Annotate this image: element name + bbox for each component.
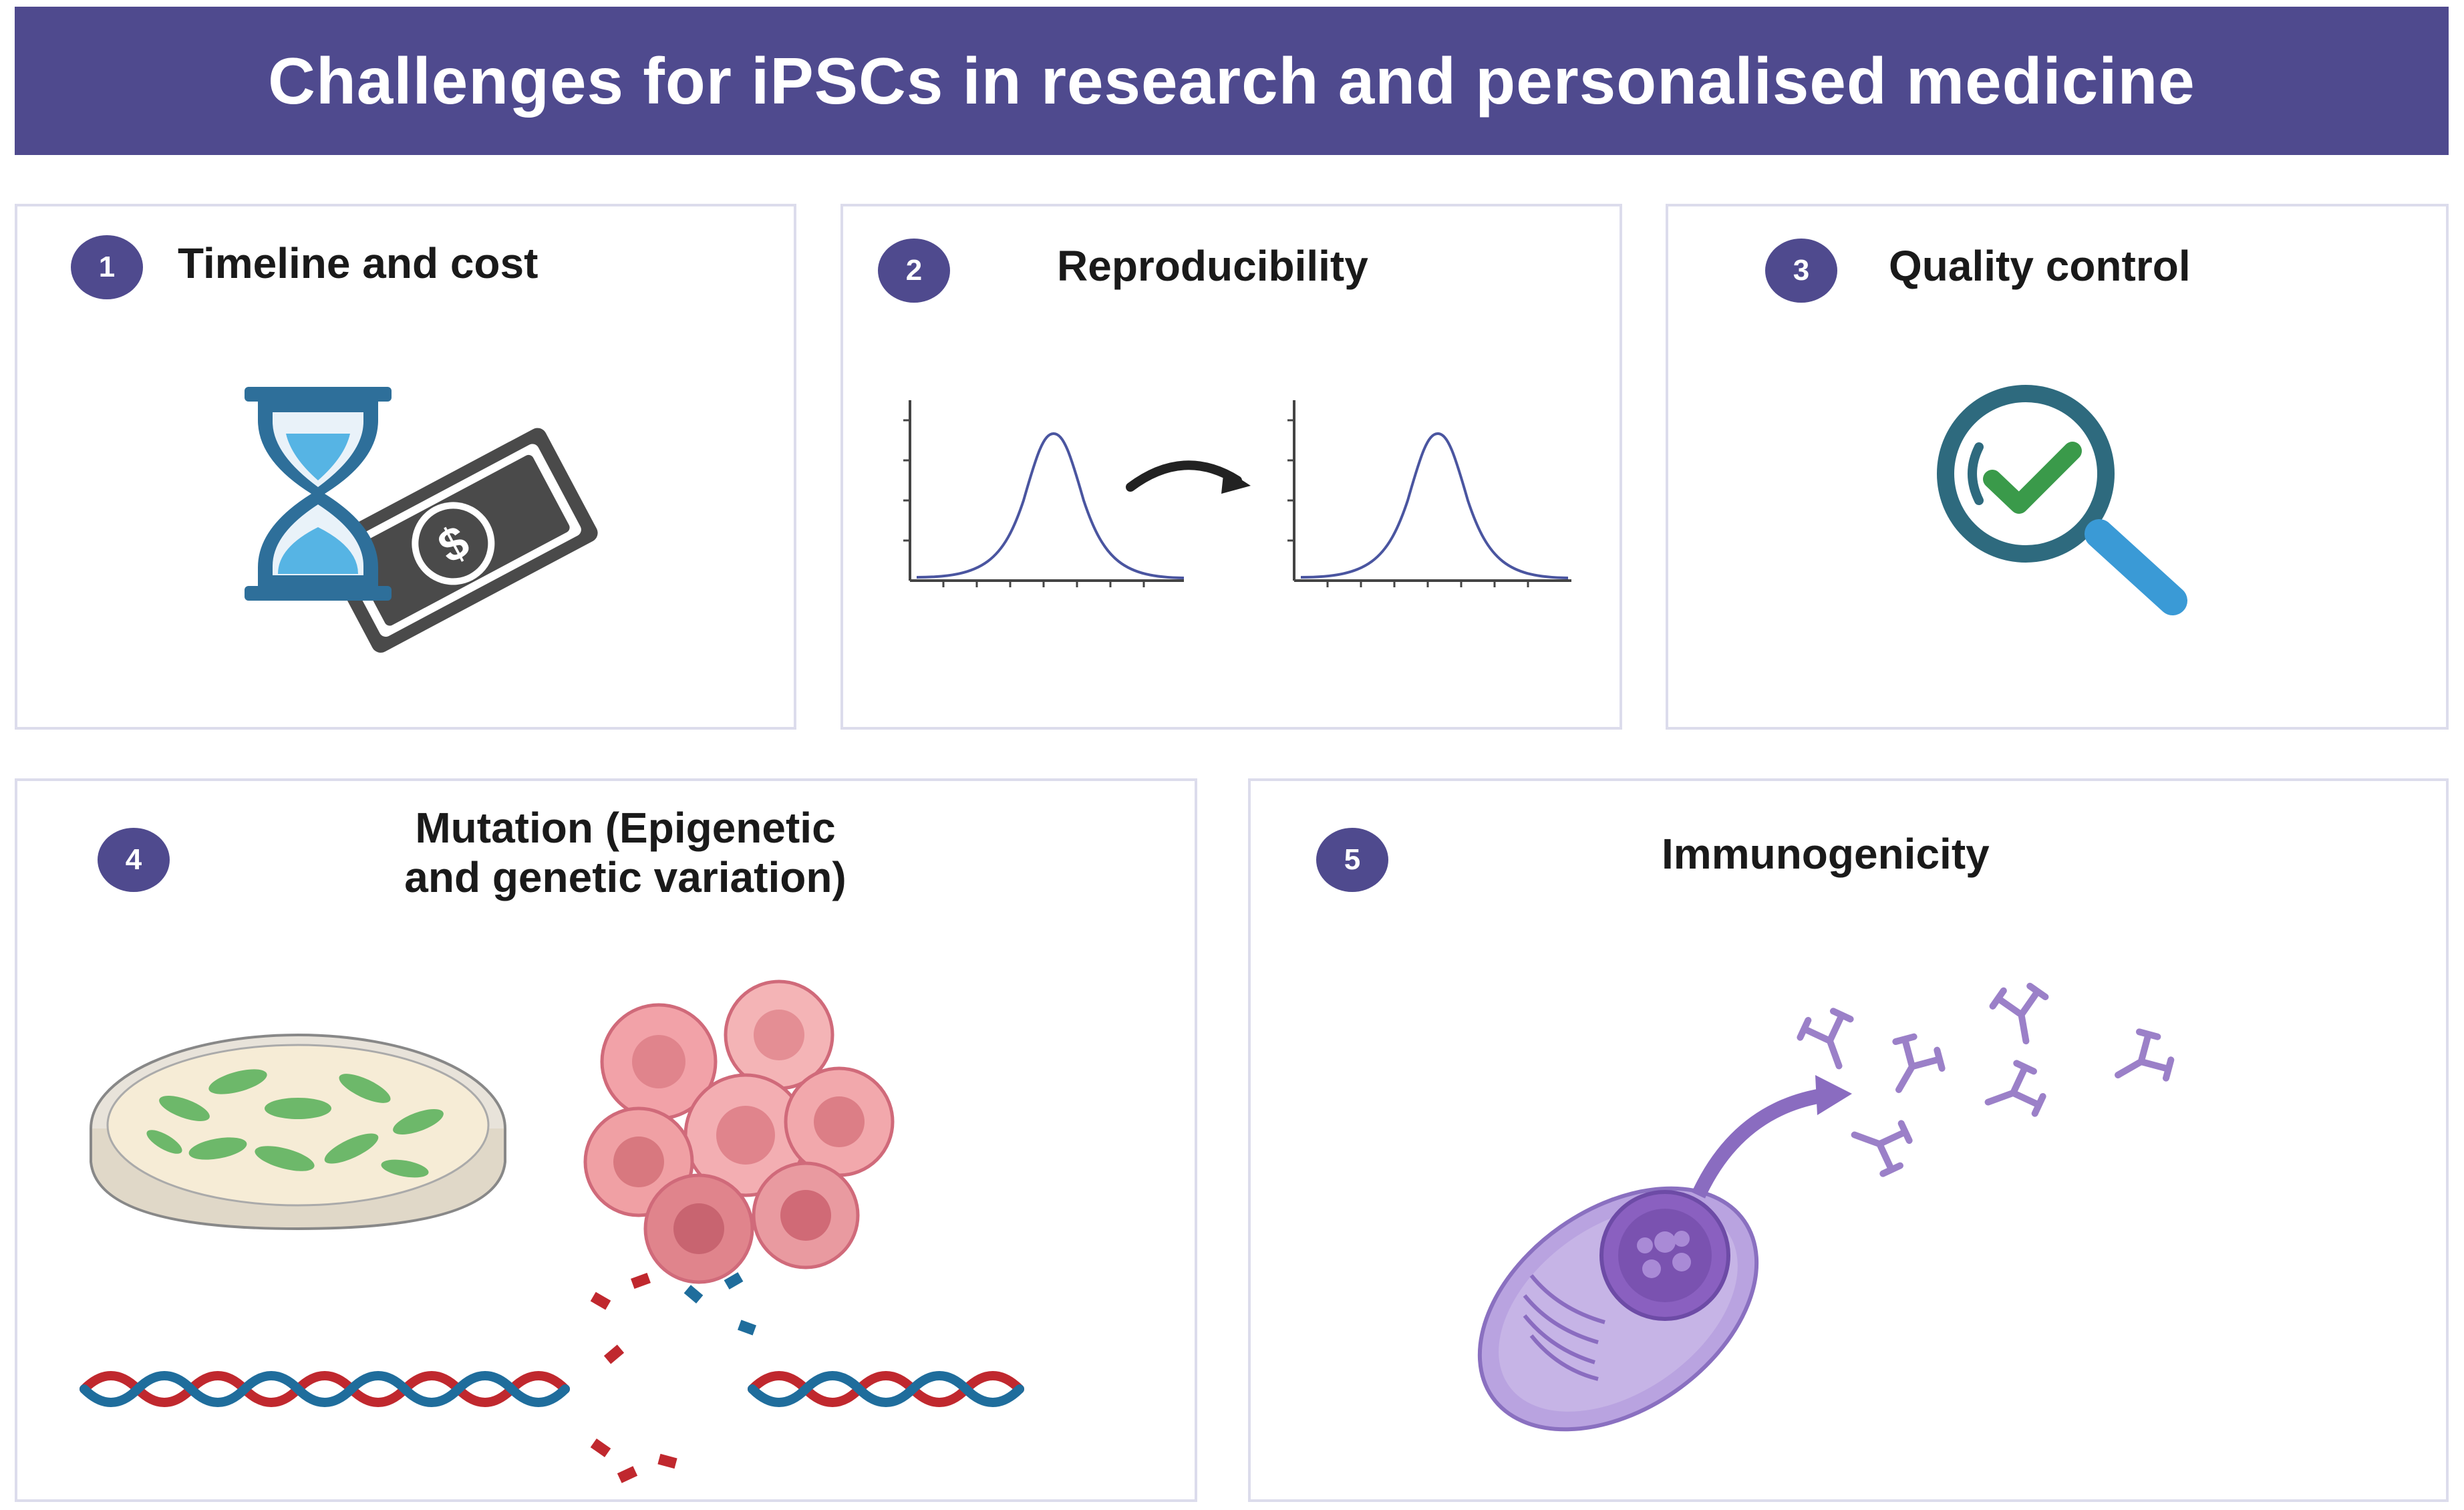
panel-reproducibility: 2 Reproducibility — [840, 204, 1622, 730]
distribution-curves-icon — [903, 400, 1571, 587]
panel-title-mutation-line1: Mutation (Epigenetic — [415, 804, 836, 852]
petri-dish-cells-dna-icon — [80, 979, 1024, 1483]
panel-title-immunogenicity: Immunogenicity — [1662, 830, 1990, 878]
step-badge-4: 4 — [98, 828, 170, 892]
step-badge-2: 2 — [878, 239, 950, 303]
panel-title-timeline-cost: Timeline and cost — [178, 239, 538, 287]
dna-break-icon — [80, 1371, 1024, 1407]
panel-quality-control: 3 Quality control — [1666, 204, 2449, 730]
antibody-icons — [1797, 982, 2175, 1177]
title-banner: Challenges for iPSCs in research and per… — [15, 7, 2449, 155]
panel-timeline-cost: 1 Timeline and cost $ — [15, 204, 796, 730]
panel-title-reproducibility: Reproducibility — [1057, 242, 1368, 290]
step-badge-1: 1 — [71, 235, 143, 299]
cell-cluster-icon — [583, 979, 895, 1284]
step-badge-3: 3 — [1765, 239, 1837, 303]
cell-antibodies-icon — [1477, 982, 2175, 1432]
petri-dish-icon — [90, 1034, 506, 1231]
hourglass-money-icon: $ — [245, 387, 598, 653]
panel-title-mutation-line2: and genetic variation) — [404, 853, 846, 901]
magnifier-check-icon — [1937, 385, 2187, 615]
page-title: Challenges for iPSCs in research and per… — [268, 43, 2195, 118]
dna-fragments — [590, 1272, 757, 1483]
panel-mutation: 4 Mutation (Epigenetic and genetic varia… — [15, 778, 1197, 1502]
panel-title-quality-control: Quality control — [1889, 242, 2191, 290]
step-badge-5: 5 — [1316, 828, 1388, 892]
panel-immunogenicity: 5 Immunogenicity — [1248, 778, 2449, 1502]
